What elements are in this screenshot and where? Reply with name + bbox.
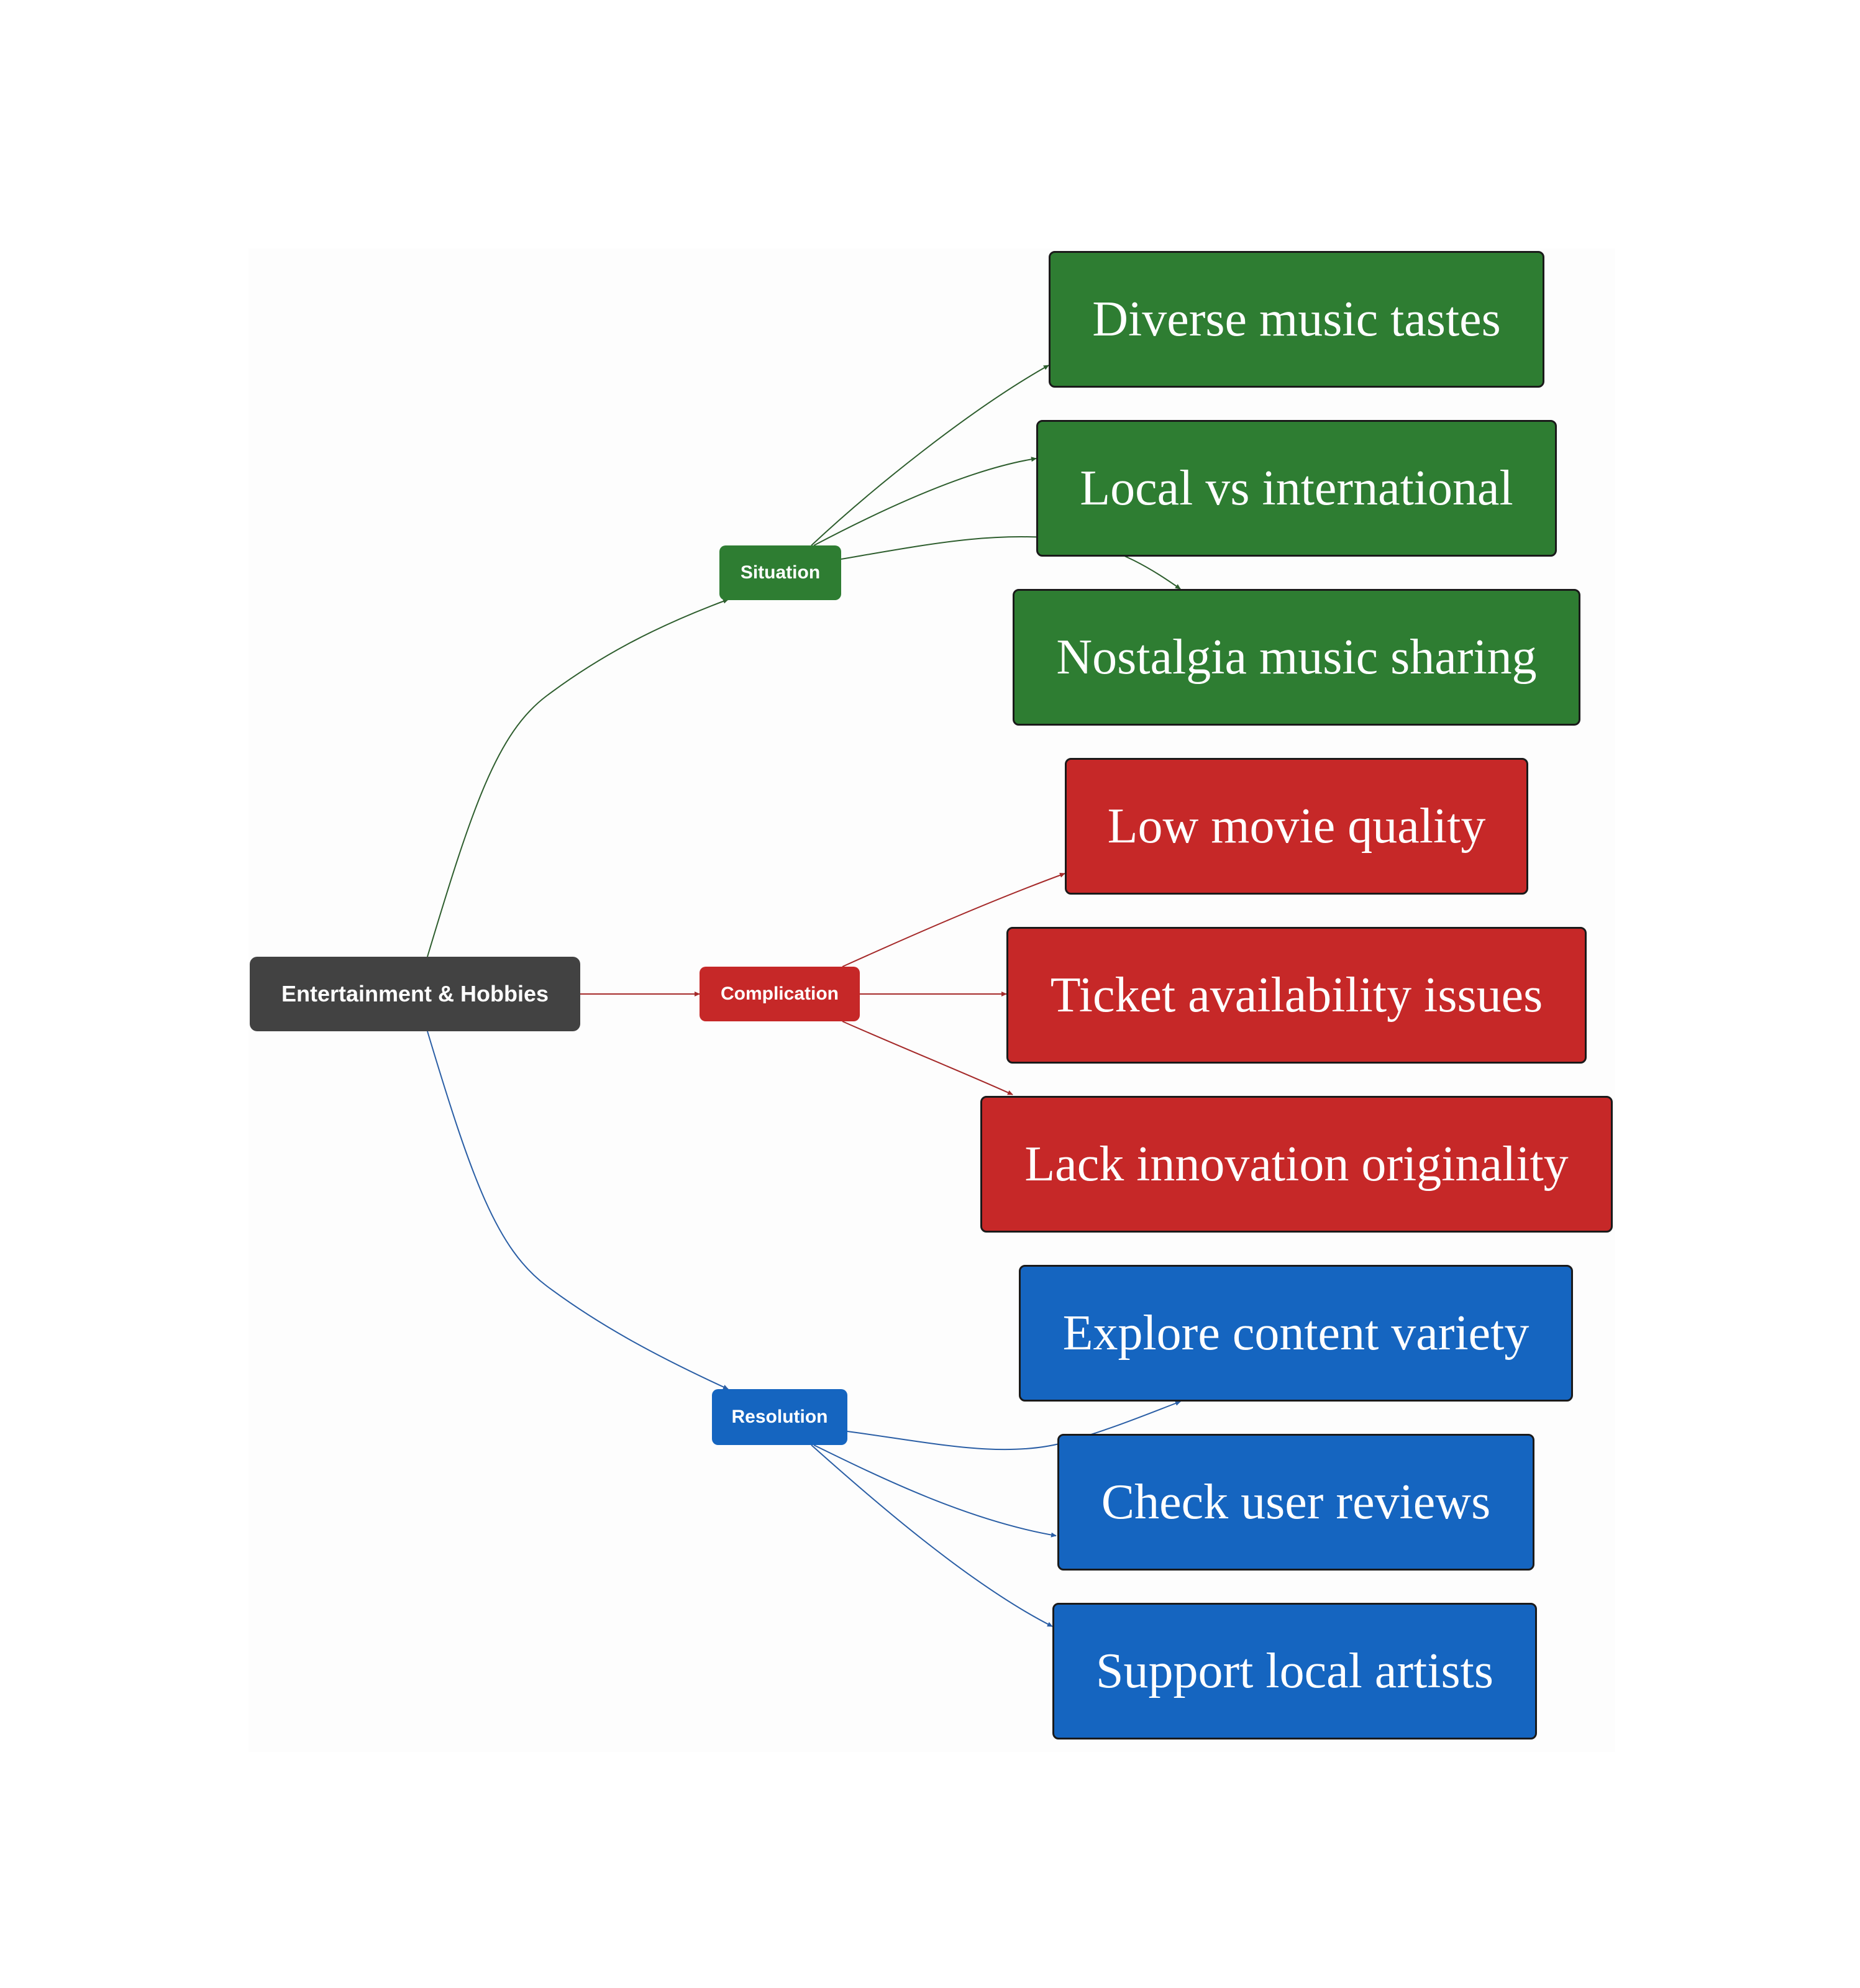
leaf-node-label: Support local artists (1096, 1643, 1493, 1698)
edge-complication-low-movie-quality (842, 873, 1065, 967)
root-node: Entertainment & Hobbies (250, 957, 580, 1031)
edge-root-situation (427, 599, 729, 957)
leaf-node-label: Low movie quality (1107, 798, 1486, 854)
edge-situation-diverse-music-tastes (811, 365, 1049, 546)
edge-root-resolution (427, 1031, 729, 1390)
leaf-node-label: Check user reviews (1101, 1474, 1491, 1530)
branch-node-label: Resolution (731, 1407, 828, 1427)
leaf-node-lack-innovation-originality: Lack innovation originality (980, 1096, 1613, 1233)
leaf-node-label: Diverse music tastes (1092, 291, 1501, 347)
branch-node-label: Complication (720, 983, 839, 1004)
leaf-node-label: Ticket availability issues (1050, 967, 1543, 1023)
leaf-node-label: Local vs international (1080, 460, 1513, 516)
branch-node-resolution: Resolution (712, 1389, 847, 1445)
leaf-node-ticket-availability-issues: Ticket availability issues (1006, 927, 1587, 1064)
leaf-node-explore-content-variety: Explore content variety (1019, 1265, 1573, 1402)
branch-node-complication: Complication (700, 967, 860, 1021)
root-node-label: Entertainment & Hobbies (281, 981, 549, 1006)
edge-resolution-explore-content-variety (847, 1401, 1181, 1451)
leaf-node-label: Nostalgia music sharing (1056, 629, 1537, 685)
edge-complication-lack-innovation (842, 1021, 1013, 1095)
leaf-node-low-movie-quality: Low movie quality (1065, 758, 1528, 895)
leaf-node-label: Lack innovation originality (1024, 1136, 1569, 1192)
leaf-node-label: Explore content variety (1062, 1305, 1529, 1361)
leaf-node-local-vs-international: Local vs international (1036, 420, 1557, 557)
branch-node-label: Situation (740, 562, 821, 583)
leaf-node-diverse-music-tastes: Diverse music tastes (1049, 251, 1544, 388)
edge-situation-local-vs-international (813, 457, 1037, 546)
branch-node-situation: Situation (719, 545, 841, 600)
leaf-node-check-user-reviews: Check user reviews (1057, 1434, 1534, 1571)
leaf-node-nostalgia-music-sharing: Nostalgia music sharing (1013, 589, 1580, 726)
leaf-node-support-local-artists: Support local artists (1052, 1603, 1537, 1740)
edge-resolution-support-local-artists (811, 1444, 1053, 1627)
edge-resolution-check-user-reviews (813, 1444, 1057, 1538)
